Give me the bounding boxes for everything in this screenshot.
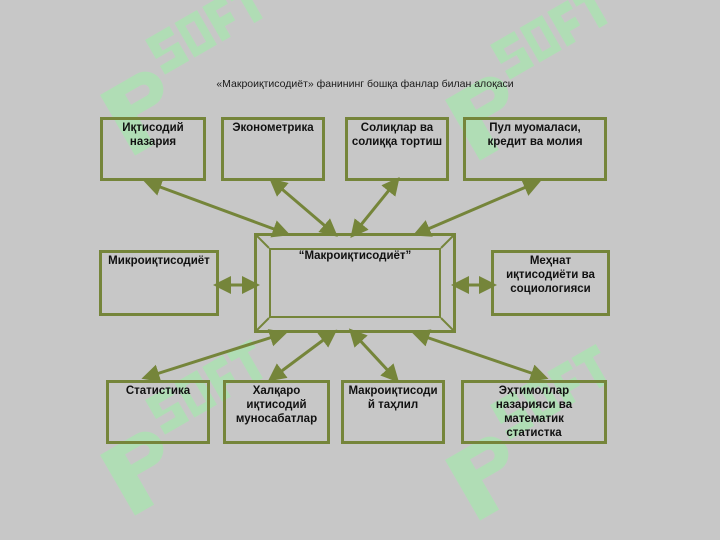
box-line: й таҳлил bbox=[367, 399, 419, 411]
box-line: Пул муомаласи, bbox=[489, 122, 581, 134]
box-line: кредит ва молия bbox=[487, 136, 583, 148]
arrow-statistics bbox=[141, 329, 288, 382]
arrow-taxes bbox=[350, 177, 400, 238]
box-line: Эконометрика bbox=[232, 122, 314, 134]
box-line: Меҳнат bbox=[529, 255, 572, 267]
arrow-economic-theory bbox=[143, 178, 291, 238]
arrow-money-credit bbox=[412, 179, 542, 237]
box-line: назарияси ва bbox=[495, 399, 573, 411]
box-line: Иқтисодий bbox=[122, 122, 184, 134]
box-line: иқтисодий bbox=[246, 399, 307, 411]
box-line: Эҳтимоллар bbox=[498, 385, 570, 397]
box-line: Микроиқтисодиёт bbox=[108, 255, 210, 267]
arrow-macro-analysis bbox=[348, 328, 400, 383]
arrow-econometrics bbox=[269, 178, 338, 237]
center-label: “Макроиқтисодиёт” bbox=[298, 250, 412, 262]
arrow-international-relations bbox=[267, 329, 338, 382]
box-line: солиққа тортиш bbox=[351, 136, 443, 148]
arrow-probability-theory bbox=[411, 329, 549, 382]
box-line: Солиқлар ва bbox=[360, 122, 434, 134]
center-bevel bbox=[257, 236, 453, 330]
box-line: Статистика bbox=[125, 385, 191, 397]
box-line: социологияси bbox=[510, 283, 591, 295]
box-line: статистка bbox=[506, 427, 562, 439]
box-line: муносабатлар bbox=[235, 413, 318, 425]
box-line: назария bbox=[129, 136, 177, 148]
box-line: Халқаро bbox=[252, 385, 301, 397]
center-inner-frame bbox=[269, 248, 441, 318]
box-line: Макроиқтисоди bbox=[348, 385, 438, 397]
box-line: иқтисодиёти ва bbox=[506, 269, 595, 281]
box-line: математик bbox=[504, 413, 564, 425]
diagram-title: «Макроиқтисодиёт» фанининг бошқа фанлар … bbox=[216, 78, 514, 90]
